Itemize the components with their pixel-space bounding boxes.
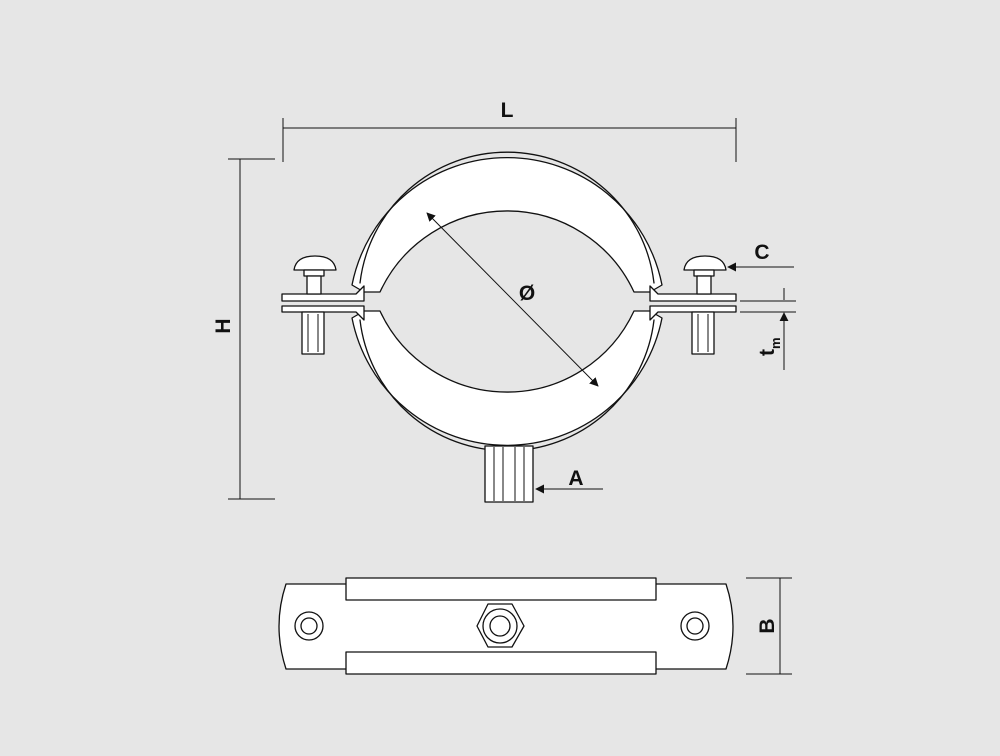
label-width: B: [756, 618, 779, 633]
label-thickness: tm: [756, 337, 783, 356]
dimension-b: B: [746, 577, 792, 675]
dimension-l: L: [282, 99, 737, 162]
upper-clamp-half: [351, 156, 663, 293]
lower-clamp-half: [351, 310, 663, 447]
label-screw: C: [754, 241, 769, 264]
dimension-diameter: Ø: [426, 212, 599, 387]
front-view: L H Ø C tm: [212, 99, 796, 503]
center-hex-nut: [476, 603, 525, 648]
left-lower-flange: [281, 305, 365, 321]
right-screw: [683, 255, 727, 355]
right-bolt-hole: [680, 611, 710, 641]
threaded-nut: [484, 445, 534, 503]
label-thread: A: [568, 467, 583, 490]
dimension-h: H: [212, 158, 275, 500]
bottom-view: B: [278, 577, 792, 675]
left-screw: [293, 255, 337, 355]
lower-lining-strip: [345, 651, 657, 675]
right-upper-flange: [649, 285, 737, 302]
dimension-tm: tm: [740, 288, 796, 370]
right-lower-flange: [649, 305, 737, 321]
upper-lining-strip: [345, 577, 657, 601]
label-length: L: [501, 99, 514, 122]
left-bolt-hole: [294, 611, 324, 641]
left-upper-flange: [281, 285, 365, 302]
leader-a: A: [535, 467, 603, 494]
label-diameter: Ø: [519, 282, 535, 305]
label-height: H: [212, 318, 235, 333]
leader-c: C: [727, 241, 794, 272]
upper-rubber-lining: [359, 151, 655, 284]
